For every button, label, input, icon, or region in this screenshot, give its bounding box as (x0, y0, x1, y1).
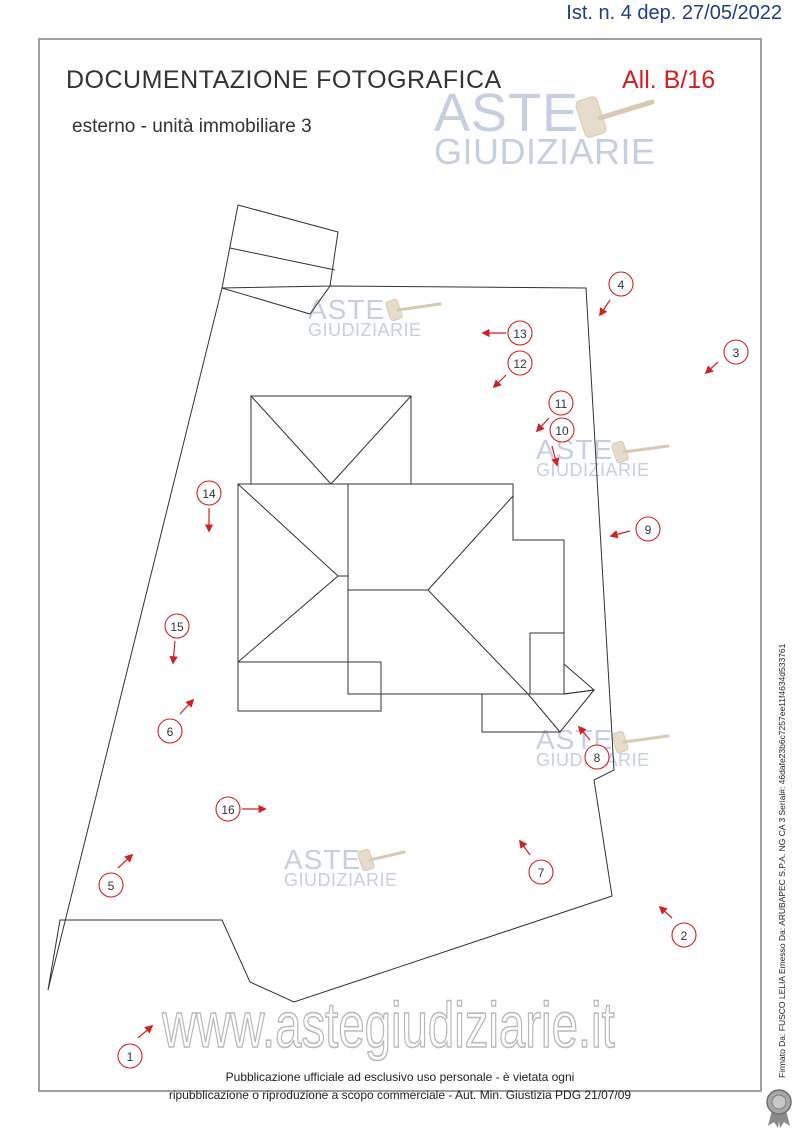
page-frame (38, 38, 762, 1092)
svg-text:15: 15 (170, 620, 184, 634)
photo-marker-10: 10 (549, 417, 575, 467)
photo-marker-12: 12 (492, 350, 533, 389)
photo-marker-11: 11 (535, 390, 574, 433)
photo-marker-13: 13 (481, 320, 533, 346)
svg-text:4: 4 (618, 278, 625, 292)
deposit-reference: Ist. n. 4 dep. 27/05/2022 (566, 2, 782, 24)
svg-text:11: 11 (555, 397, 568, 411)
svg-text:9: 9 (645, 523, 652, 537)
photo-marker-9: 9 (609, 516, 661, 542)
gavel-icon (611, 730, 670, 754)
photo-marker-5: 5 (98, 853, 134, 898)
svg-text:5: 5 (108, 879, 115, 893)
gavel-icon (611, 440, 670, 464)
svg-text:2: 2 (681, 929, 688, 943)
footer-line-1: Pubblicazione ufficiale ad esclusivo uso… (225, 1070, 575, 1084)
svg-text:13: 13 (513, 327, 527, 341)
photo-marker-15: 15 (164, 613, 190, 665)
svg-text:12: 12 (513, 357, 527, 371)
svg-text:8: 8 (594, 751, 601, 765)
svg-text:1: 1 (127, 1050, 134, 1064)
watermark-logo: ASTE GIUDIZIARIE (308, 294, 422, 340)
photo-marker-14: 14 (196, 480, 222, 533)
seal-icon (766, 1089, 792, 1128)
svg-text:7: 7 (538, 866, 545, 880)
page-title: DOCUMENTAZIONE FOTOGRAFICA (66, 66, 502, 94)
photo-marker-1: 1 (117, 1024, 154, 1069)
gavel-icon (575, 96, 655, 138)
photo-marker-8: 8 (577, 725, 610, 770)
photo-marker-6: 6 (157, 698, 195, 744)
photo-marker-16: 16 (215, 796, 267, 822)
photo-marker-4: 4 (599, 271, 634, 317)
footer-line-2: ripubblicazione o riproduzione a scopo c… (168, 1088, 632, 1102)
photo-marker-3: 3 (704, 339, 749, 375)
svg-text:6: 6 (167, 725, 174, 739)
svg-text:3: 3 (733, 346, 740, 360)
gavel-icon (385, 298, 442, 322)
photo-marker-7: 7 (519, 839, 554, 885)
digital-signature: Firmato Da: FUSCO LELIA Emesso Da: ARUBA… (777, 643, 787, 1078)
attachment-label: All. B/16 (622, 66, 716, 94)
watermark-logo: ASTE GIUDIZIARIE (284, 844, 398, 890)
svg-text:10: 10 (555, 424, 569, 438)
page-subtitle: esterno - unità immobiliare 3 (72, 116, 312, 137)
svg-text:16: 16 (221, 803, 235, 817)
photo-marker-2: 2 (658, 905, 697, 948)
watermark-site: www.astegiudiziarie.it (161, 988, 615, 1062)
watermark-logo: ASTE GIUDIZIARIE (434, 83, 656, 172)
watermark-logo: ASTE GIUDIZIARIE (536, 434, 650, 480)
svg-text:14: 14 (202, 487, 216, 501)
gavel-icon (357, 848, 406, 872)
